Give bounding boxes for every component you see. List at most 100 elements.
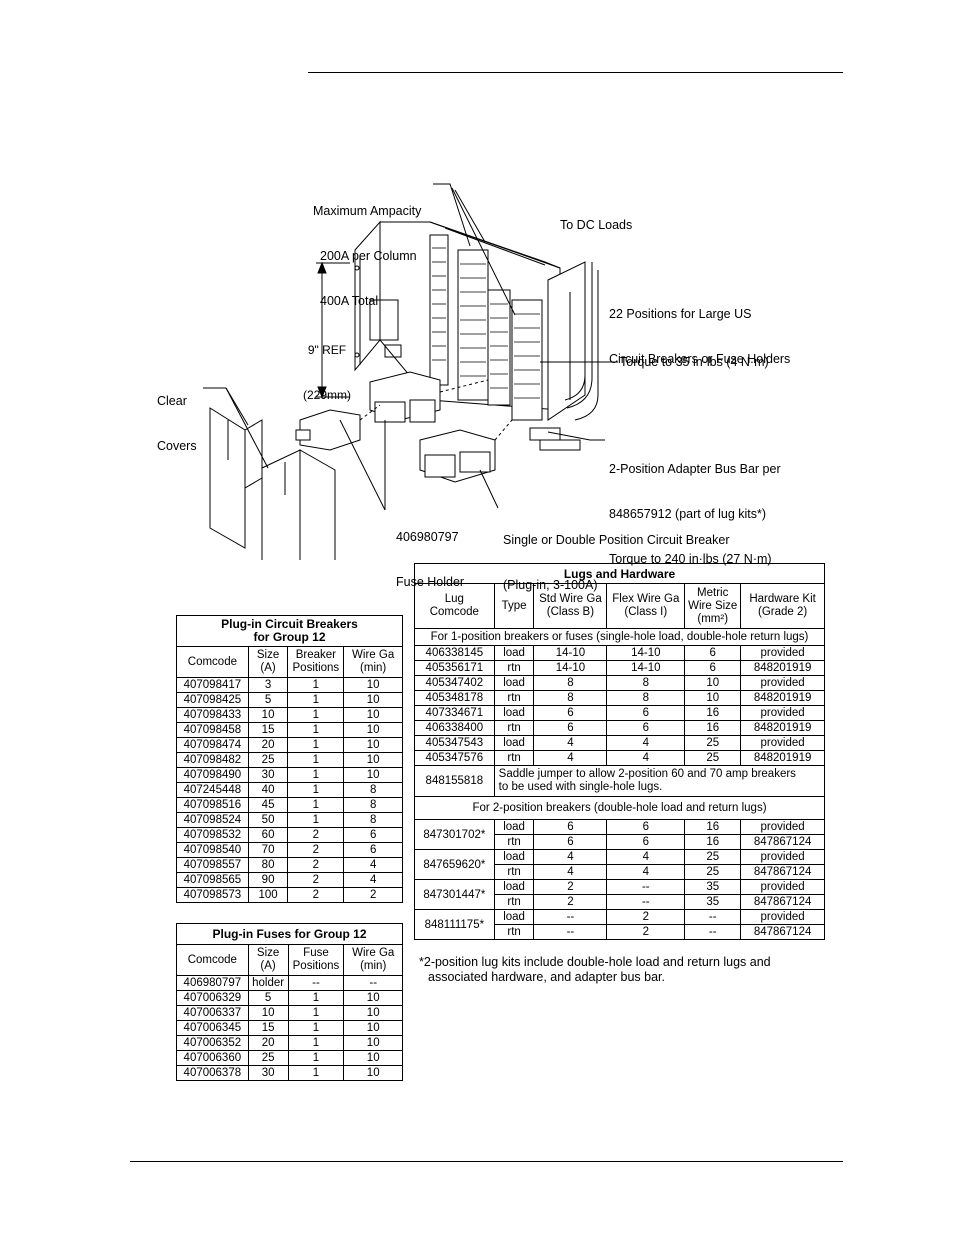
table-cell: 407098474 xyxy=(176,737,249,753)
table-cell: 4 xyxy=(533,750,608,766)
table-cell: 1 xyxy=(287,677,345,693)
table-cell: -- xyxy=(684,909,742,925)
col-header-size: Size(A) xyxy=(247,646,289,678)
table-cell: load xyxy=(493,705,535,721)
table-cell: 6 xyxy=(533,819,608,835)
table-cell: 3 xyxy=(247,677,289,693)
table-cell: rtn xyxy=(493,924,535,940)
table-cell: rtn xyxy=(493,834,535,850)
table-cell: 8 xyxy=(343,812,403,828)
table-cell: 6 xyxy=(684,660,742,676)
table-cell: 407098482 xyxy=(176,752,249,768)
table-cell: 4 xyxy=(533,735,608,751)
lug-kit-comcode: 847659620* xyxy=(414,849,495,880)
table-cell: 1 xyxy=(287,1035,345,1051)
table-cell: provided xyxy=(740,645,825,661)
table-cell: 847867124 xyxy=(740,834,825,850)
table-cell: 406338400 xyxy=(414,720,495,736)
table-cell: rtn xyxy=(493,660,535,676)
table-cell: 25 xyxy=(684,849,742,865)
table-cell: 2 xyxy=(606,924,686,940)
table-cell: 6 xyxy=(533,834,608,850)
table-cell: 407098557 xyxy=(176,857,249,873)
table-cell: rtn xyxy=(493,864,535,880)
table-cell: rtn xyxy=(493,894,535,910)
breaker-column-left xyxy=(429,234,489,401)
table-cell: 405347402 xyxy=(414,675,495,691)
table-cell: 1 xyxy=(287,782,345,798)
table-cell: 30 xyxy=(247,767,289,783)
table-cell: 6 xyxy=(606,720,686,736)
table-cell: 10 xyxy=(343,677,403,693)
table-cell: load xyxy=(493,819,535,835)
saddle-jumper-row: 848155818 Saddle jumper to allow 2-posit… xyxy=(414,765,826,797)
table-cell: 10 xyxy=(343,1005,403,1021)
table-cell: 1 xyxy=(287,707,345,723)
table-cell: 10 xyxy=(343,707,403,723)
footer-rule xyxy=(130,1161,843,1162)
table-cell: 6 xyxy=(343,827,403,843)
col-header-size: Size(A) xyxy=(247,944,289,976)
table-cell: 20 xyxy=(247,737,289,753)
table-cell: 1 xyxy=(287,797,345,813)
table-cell: 45 xyxy=(247,797,289,813)
table-cell: 407098458 xyxy=(176,722,249,738)
table-cell: 20 xyxy=(247,1035,289,1051)
table-cell: 407245448 xyxy=(176,782,249,798)
table-cell: 4 xyxy=(606,864,686,880)
col-header-std-wire-ga: Std Wire Ga(Class B) xyxy=(533,583,608,629)
lugs-section-1-label: For 1-position breakers or fuses (single… xyxy=(414,628,825,646)
table-cell: -- xyxy=(684,924,742,940)
table-cell: 60 xyxy=(247,827,289,843)
breakers-table-title-row: Plug-in Circuit Breakers for Group 12 xyxy=(176,615,403,647)
table-cell: 2 xyxy=(287,827,345,843)
table-cell: 16 xyxy=(684,720,742,736)
table-cell: 70 xyxy=(247,842,289,858)
table-cell: 25 xyxy=(684,750,742,766)
table-cell: -- xyxy=(287,975,345,991)
breaker-1 xyxy=(369,371,441,423)
table-cell: rtn xyxy=(493,750,535,766)
table-cell: 4 xyxy=(606,849,686,865)
table-cell: 407098532 xyxy=(176,827,249,843)
lugs-table-title-row: Lugs and Hardware xyxy=(414,563,825,584)
lugs-section-2-row: For 2-position breakers (double-hole loa… xyxy=(414,796,825,820)
table-cell: 16 xyxy=(684,705,742,721)
adapter-bus-bar xyxy=(529,427,581,451)
table-cell: 2 xyxy=(533,894,608,910)
dc-load-cables xyxy=(564,262,586,401)
breaker-column-right xyxy=(487,289,543,421)
table-cell: load xyxy=(493,645,535,661)
fuses-table-title: Plug-in Fuses for Group 12 xyxy=(176,923,403,945)
col-header-comcode: Comcode xyxy=(176,646,249,678)
table-cell: load xyxy=(493,735,535,751)
col-header-type: Type xyxy=(493,583,535,629)
callout-to-dc-loads: To DC Loads xyxy=(560,218,633,232)
callout-clear-covers: Clear Covers xyxy=(157,394,197,453)
table-cell: 10 xyxy=(684,690,742,706)
table-cell: 10 xyxy=(684,675,742,691)
table-cell: 10 xyxy=(343,692,403,708)
table-cell: 4 xyxy=(343,857,403,873)
table-cell: 848201919 xyxy=(740,720,825,736)
table-cell: 407098516 xyxy=(176,797,249,813)
table-cell: load xyxy=(493,879,535,895)
table-cell: 2 xyxy=(287,842,345,858)
